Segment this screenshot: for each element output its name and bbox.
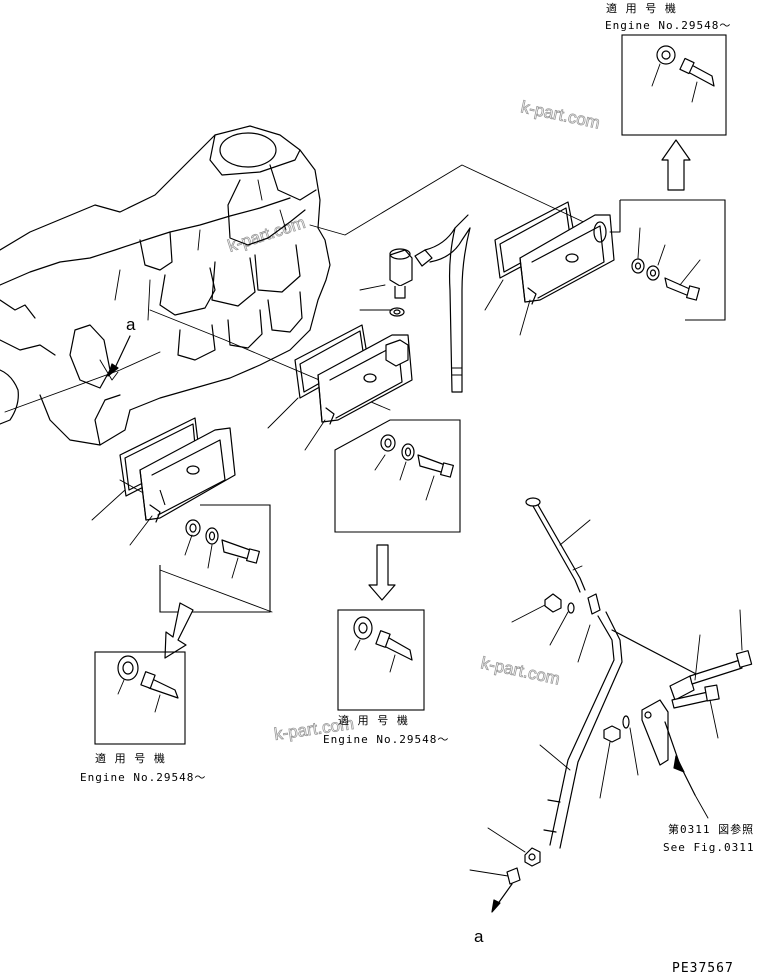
watermark-3: k-part.com bbox=[479, 653, 561, 688]
engine-block bbox=[0, 125, 331, 446]
leader-top-right bbox=[309, 164, 591, 236]
right-applicable-jp: 適 用 号 機 bbox=[606, 1, 677, 15]
see-fig-jp: 第0311 図参照 bbox=[668, 822, 754, 836]
watermark-2: k-part.com bbox=[225, 213, 307, 256]
left-cover-group bbox=[91, 417, 271, 659]
center-cover-group bbox=[267, 214, 471, 601]
left-arrow bbox=[164, 602, 194, 659]
see-fig-en: See Fig.0311 bbox=[663, 841, 754, 854]
right-cover-group bbox=[484, 139, 726, 336]
right-engine-no: Engine No.29548～ bbox=[605, 19, 731, 32]
right-arrow bbox=[661, 139, 691, 191]
center-applicable-jp: 適 用 号 機 bbox=[338, 713, 409, 727]
label-a-top: a bbox=[126, 315, 136, 334]
center-variant-box: 適 用 号 機 Engine No.29548～ bbox=[323, 609, 449, 746]
left-applicable-jp: 適 用 号 機 bbox=[95, 751, 166, 765]
right-variant-box: 適 用 号 機 Engine No.29548～ bbox=[605, 1, 731, 136]
left-engine-no: Engine No.29548～ bbox=[80, 771, 206, 784]
left-variant-box: 適 用 号 機 Engine No.29548～ bbox=[80, 651, 206, 784]
port-a-marker: a bbox=[107, 315, 136, 377]
leader-left-box bbox=[119, 479, 273, 613]
dipstick-group: a 第0311 図参照 See Fig.0311 bbox=[469, 497, 754, 946]
drawing-code: PE37567 bbox=[672, 961, 734, 976]
center-engine-no: Engine No.29548～ bbox=[323, 733, 449, 746]
label-a-bottom: a bbox=[474, 927, 484, 946]
watermark-1: k-part.com bbox=[519, 97, 601, 132]
center-arrow bbox=[368, 544, 396, 601]
